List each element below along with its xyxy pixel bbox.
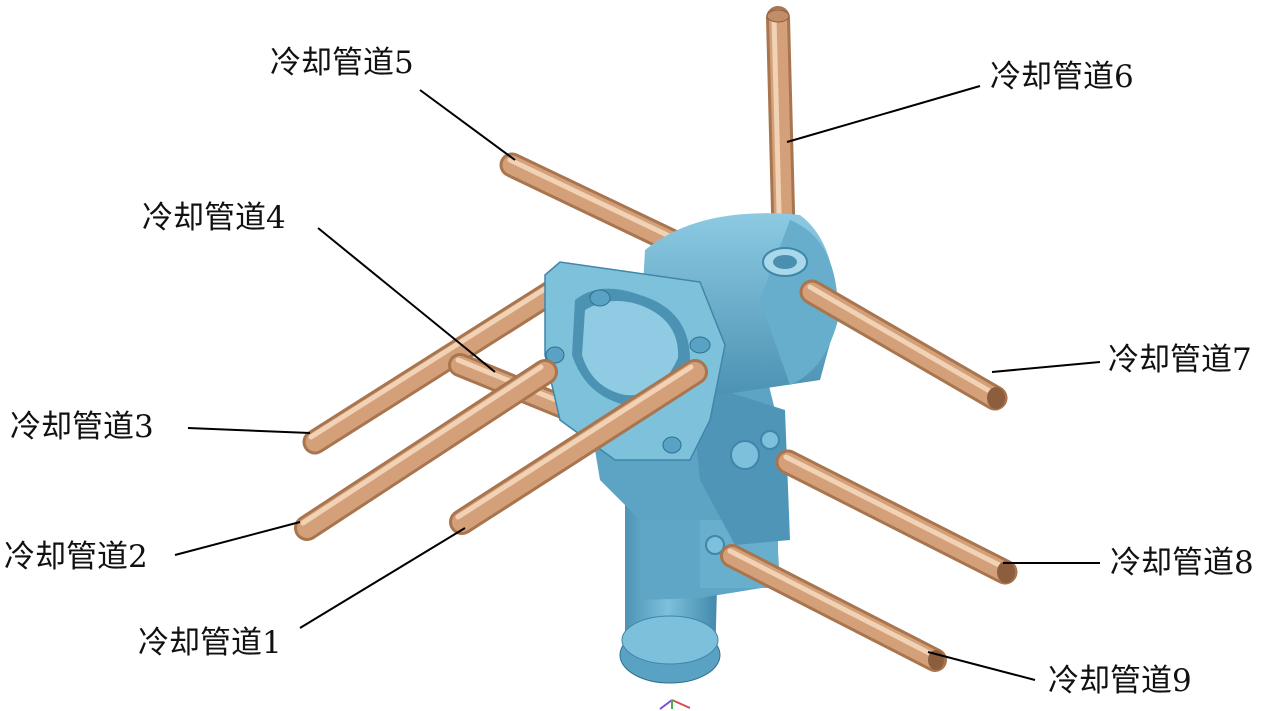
cooling-pipe-3 [302,277,568,455]
cooling-pipe-1 [449,359,708,535]
leader-line-3 [187,427,311,434]
leader-line-5 [419,89,516,161]
label-cooling-pipe-2: 冷却管道2 [4,539,148,575]
axis-triad [659,699,691,710]
label-cooling-pipe-3: 冷却管道3 [10,409,154,445]
cooling-pipe-7 [799,279,1008,411]
cooling-pipe-2 [294,359,558,541]
leader-line-7 [991,361,1101,373]
label-cooling-pipe-6: 冷却管道6 [990,59,1134,95]
label-cooling-pipe-4: 冷却管道4 [142,200,286,236]
label-cooling-pipe-7: 冷却管道7 [1108,342,1252,378]
leader-line-1 [299,527,466,629]
leader-lines [174,85,1101,681]
label-cooling-pipe-1: 冷却管道1 [138,625,282,661]
cooling-pipe-6 [766,6,796,262]
label-cooling-pipe-5: 冷却管道5 [270,45,414,81]
leader-line-9 [927,651,1036,681]
leader-line-2 [174,521,301,556]
pipes-front [294,279,1018,672]
cooling-pipe-5 [499,152,703,263]
leader-line-6 [786,85,981,143]
casting-part [544,213,839,684]
pipes-back [302,6,796,455]
label-cooling-pipe-8: 冷却管道8 [1110,545,1254,581]
label-cooling-pipe-9: 冷却管道9 [1048,663,1192,699]
cooling-pipe-8 [775,449,1018,585]
leader-line-4 [317,227,496,373]
cooling-pipe-9 [720,544,947,672]
